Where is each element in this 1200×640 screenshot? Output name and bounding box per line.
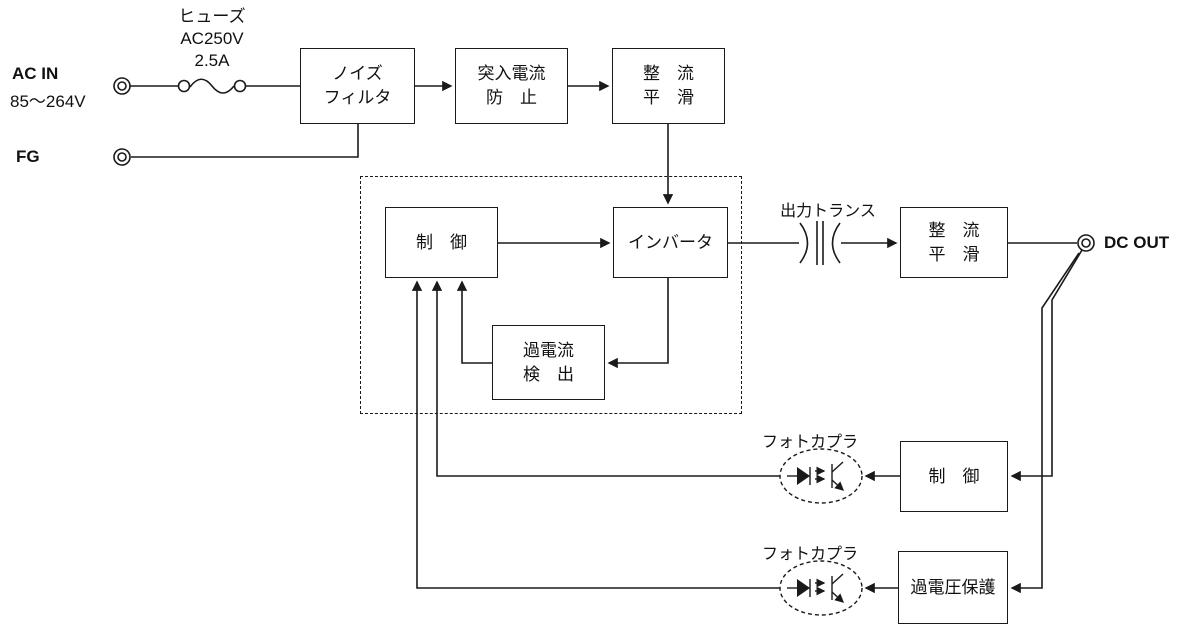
control-secondary-label: 制 御 — [928, 466, 980, 486]
photocoupler2-symbol-icon — [787, 574, 843, 602]
dc-out-label: DC OUT — [1104, 233, 1170, 252]
rectifier1-label-line2: 平 滑 — [643, 88, 694, 107]
box-overvoltage-protect: 過電圧保護 — [898, 551, 1008, 624]
fuse-rating-label: ヒューズ AC250V 2.5A — [162, 6, 262, 72]
fuse-name: ヒューズ — [178, 7, 246, 26]
photocoupler1-icon — [779, 448, 863, 504]
fuse-current: 2.5A — [194, 51, 230, 70]
rectifier1-label-line1: 整 流 — [643, 64, 694, 83]
noise-filter-label-line2: フィルタ — [323, 88, 392, 107]
ac-in-label: AC IN — [12, 64, 59, 83]
fg-label: FG — [16, 147, 40, 166]
inrush-label-line1: 突入電流 — [477, 64, 546, 83]
ac-in-terminal-icon — [113, 77, 131, 95]
control-primary-label: 制 御 — [416, 232, 467, 252]
wire-fg-to-noise-filter — [131, 124, 359, 158]
inverter-label: インバータ — [628, 232, 713, 252]
overcurrent-label-line1: 過電流 — [523, 340, 574, 360]
photocoupler2-label: フォトカプラ — [761, 546, 858, 563]
box-inrush-current-protect: 突入電流 防 止 — [455, 48, 568, 124]
box-control-primary: 制 御 — [385, 207, 498, 278]
box-control-secondary: 制 御 — [900, 441, 1008, 512]
box-overcurrent-detect: 過電流 検 出 — [492, 325, 605, 400]
output-transformer-label: 出力トランス — [780, 203, 876, 220]
inrush-label-line2: 防 止 — [486, 88, 537, 107]
box-rectifier-smoothing-primary: 整 流 平 滑 — [612, 48, 725, 124]
output-transformer-icon — [799, 221, 841, 265]
wire-dc-out-to-control2 — [1010, 249, 1083, 482]
primary-control-dashed-enclosure — [360, 176, 742, 414]
wire-overcurrent-to-control1 — [456, 280, 492, 364]
box-inverter: インバータ — [613, 207, 728, 278]
photocoupler1-label: フォトカプラ — [761, 434, 858, 451]
overvoltage-label: 過電圧保護 — [910, 577, 996, 597]
wire-photocoupler1-to-control1 — [431, 280, 780, 477]
fuse-voltage: AC250V — [180, 29, 244, 48]
wire-dc-out-to-overvoltage — [1010, 252, 1080, 594]
box-noise-filter: ノイズ フィルタ — [300, 48, 415, 124]
ac-in-range-label: 85〜264V — [10, 92, 86, 111]
photocoupler1-symbol-icon — [787, 462, 843, 490]
wire-photocoupler2-to-control1 — [411, 280, 780, 589]
rectifier2-label-line1: 整 流 — [928, 220, 980, 240]
rectifier2-label-line2: 平 滑 — [928, 244, 980, 264]
box-rectifier-smoothing-secondary: 整 流 平 滑 — [900, 207, 1008, 278]
noise-filter-label-line1: ノイズ — [332, 64, 383, 83]
fg-terminal-icon — [113, 148, 131, 166]
photocoupler2-icon — [779, 560, 863, 616]
wire-inverter-to-overcurrent — [607, 278, 669, 369]
fuse-icon — [130, 78, 300, 94]
dc-out-terminal-icon — [1077, 234, 1095, 252]
overcurrent-label-line2: 検 出 — [523, 364, 574, 384]
